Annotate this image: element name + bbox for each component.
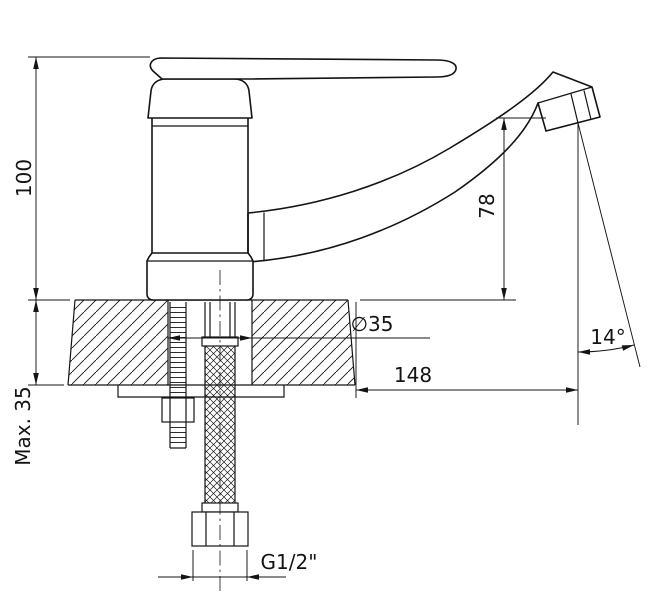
- dim-lines: [360, 117, 546, 301]
- dim-arrow: [181, 574, 193, 580]
- handle-lever: [149, 57, 457, 80]
- counter-hatch-right: [252, 300, 355, 385]
- dim-arrow: [33, 373, 39, 385]
- hose-outline: [204, 302, 236, 512]
- dim-outlet-angle: 14°: [577, 122, 641, 368]
- label-spout-height: 78: [475, 193, 499, 218]
- dim-arrow: [33, 300, 39, 312]
- dim-arrow: [566, 387, 578, 393]
- dim-arrow: [33, 288, 39, 300]
- dim-arrow: [168, 335, 180, 341]
- stud-threads-lower: [170, 423, 186, 445]
- dim-lines: [28, 56, 150, 301]
- dim-arrow: [578, 349, 590, 355]
- dim-height-100: 100: [12, 56, 150, 301]
- label-thread-size: G1/2": [261, 550, 318, 574]
- label-max-thickness: Max. 35: [11, 386, 35, 466]
- base-flange: [146, 252, 254, 301]
- countertop-section: [67, 299, 356, 386]
- label-outlet-angle: 14°: [590, 325, 625, 349]
- dim-lines: [355, 122, 579, 425]
- spout: [247, 71, 601, 263]
- mounting-plate: [117, 385, 285, 398]
- dim-arrow: [621, 345, 634, 351]
- faucet: [146, 57, 601, 301]
- dim-spout-height-78: 78: [360, 117, 546, 301]
- aerator-detail-lines: [570, 90, 592, 124]
- hose-nut-facets: [205, 512, 235, 546]
- mounting-hardware: [117, 302, 285, 449]
- aerator-joint-line: [537, 86, 593, 104]
- body-outline: [151, 117, 249, 254]
- dim-max-thickness: Max. 35: [11, 300, 64, 466]
- dim-arrow: [501, 118, 507, 130]
- dim-reach-148: 148: [355, 122, 579, 425]
- dim-arrow: [356, 387, 368, 393]
- label-reach: 148: [394, 363, 432, 387]
- stud-outline: [169, 302, 187, 449]
- label-height-100: 100: [12, 159, 36, 197]
- dim-hole-diameter: ∅35: [168, 312, 430, 341]
- dim-arrow: [501, 288, 507, 300]
- dim-arrow: [33, 57, 39, 69]
- counter-hatch-left: [68, 300, 168, 385]
- dim-thread-size: G1/2": [158, 550, 317, 581]
- label-hole-diameter: ∅35: [351, 312, 394, 336]
- dim-arrow: [247, 574, 259, 580]
- stud-nut-facets: [169, 398, 187, 422]
- stud-threads-upper: [170, 305, 186, 397]
- dim-arrow: [240, 335, 252, 341]
- dim-lines: [28, 300, 64, 386]
- stud-nut: [161, 397, 195, 423]
- handle-dome: [147, 78, 253, 119]
- dim-lines: [158, 550, 286, 581]
